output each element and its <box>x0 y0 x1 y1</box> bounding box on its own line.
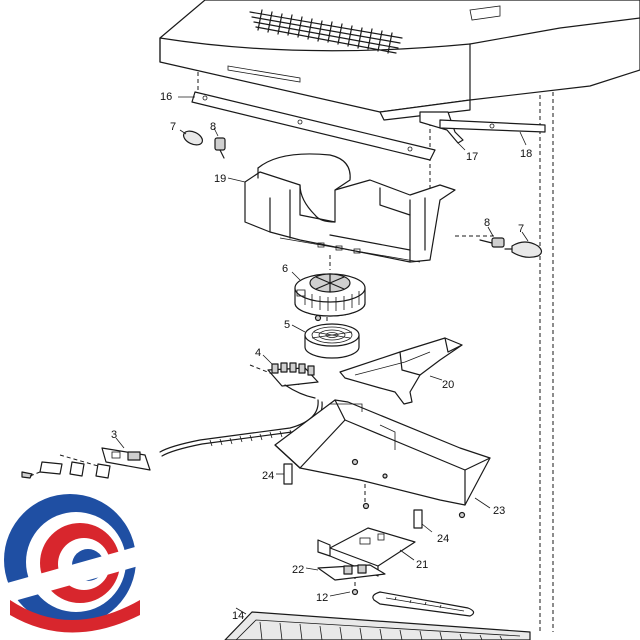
part-4-switch-block <box>262 354 319 399</box>
part-14-grease-filter <box>224 607 531 640</box>
part-17-bracket <box>419 111 466 151</box>
brand-logo-icon <box>0 494 160 633</box>
callout-18: 18 <box>520 148 532 160</box>
callout-24-right: 24 <box>437 533 449 545</box>
part-20-duct <box>339 337 463 405</box>
callout-14: 14 <box>232 610 244 622</box>
screw-tray-a <box>362 502 370 510</box>
part-24-clip-left <box>276 463 293 485</box>
part-18-rail <box>439 119 546 146</box>
callout-21: 21 <box>416 559 428 571</box>
part-22-switch-module <box>305 564 386 581</box>
callout-7-right: 7 <box>518 223 524 235</box>
screw-motor <box>314 314 322 322</box>
part-16-front-bar <box>178 91 436 161</box>
callout-6: 6 <box>282 263 288 275</box>
callout-19: 19 <box>214 173 226 185</box>
callout-8-right: 8 <box>484 217 490 229</box>
part-24-clip-right <box>413 509 433 533</box>
callout-3: 3 <box>111 429 117 441</box>
callout-17: 17 <box>466 151 478 163</box>
part-7-bulb-right <box>504 231 543 258</box>
part-21-pcb-bracket <box>317 527 416 577</box>
screw-pcb <box>351 588 359 596</box>
callout-12: 12 <box>316 592 328 604</box>
part-8-lampholder-right <box>479 226 505 248</box>
callout-24-left: 24 <box>262 470 274 482</box>
light-diffuser <box>372 591 475 617</box>
screw-tray-b <box>458 511 466 519</box>
callout-23: 23 <box>493 505 505 517</box>
callout-5: 5 <box>284 319 290 331</box>
vent-slots <box>249 9 403 54</box>
callout-7-left: 7 <box>170 121 176 133</box>
callout-4: 4 <box>255 347 261 359</box>
part-7-bulb-left <box>179 129 204 146</box>
part-5-fan-cover <box>291 323 360 359</box>
dashed-guide-lines <box>59 70 554 632</box>
part-19-blower-housing <box>227 153 456 263</box>
hood-canopy <box>159 0 640 121</box>
part-6-motor <box>291 271 366 317</box>
part-23-lower-tray <box>274 399 491 509</box>
part-3-wiring-harness <box>101 399 323 471</box>
callout-8-left: 8 <box>210 121 216 133</box>
small-parts-group <box>21 461 111 479</box>
callout-20: 20 <box>442 379 454 391</box>
callout-labels: 16 7 8 17 18 19 8 7 6 5 4 20 3 24 23 24 … <box>111 91 532 622</box>
callout-22: 22 <box>292 564 304 576</box>
callout-16: 16 <box>160 91 172 103</box>
part-8-lampholder-left <box>213 127 226 159</box>
